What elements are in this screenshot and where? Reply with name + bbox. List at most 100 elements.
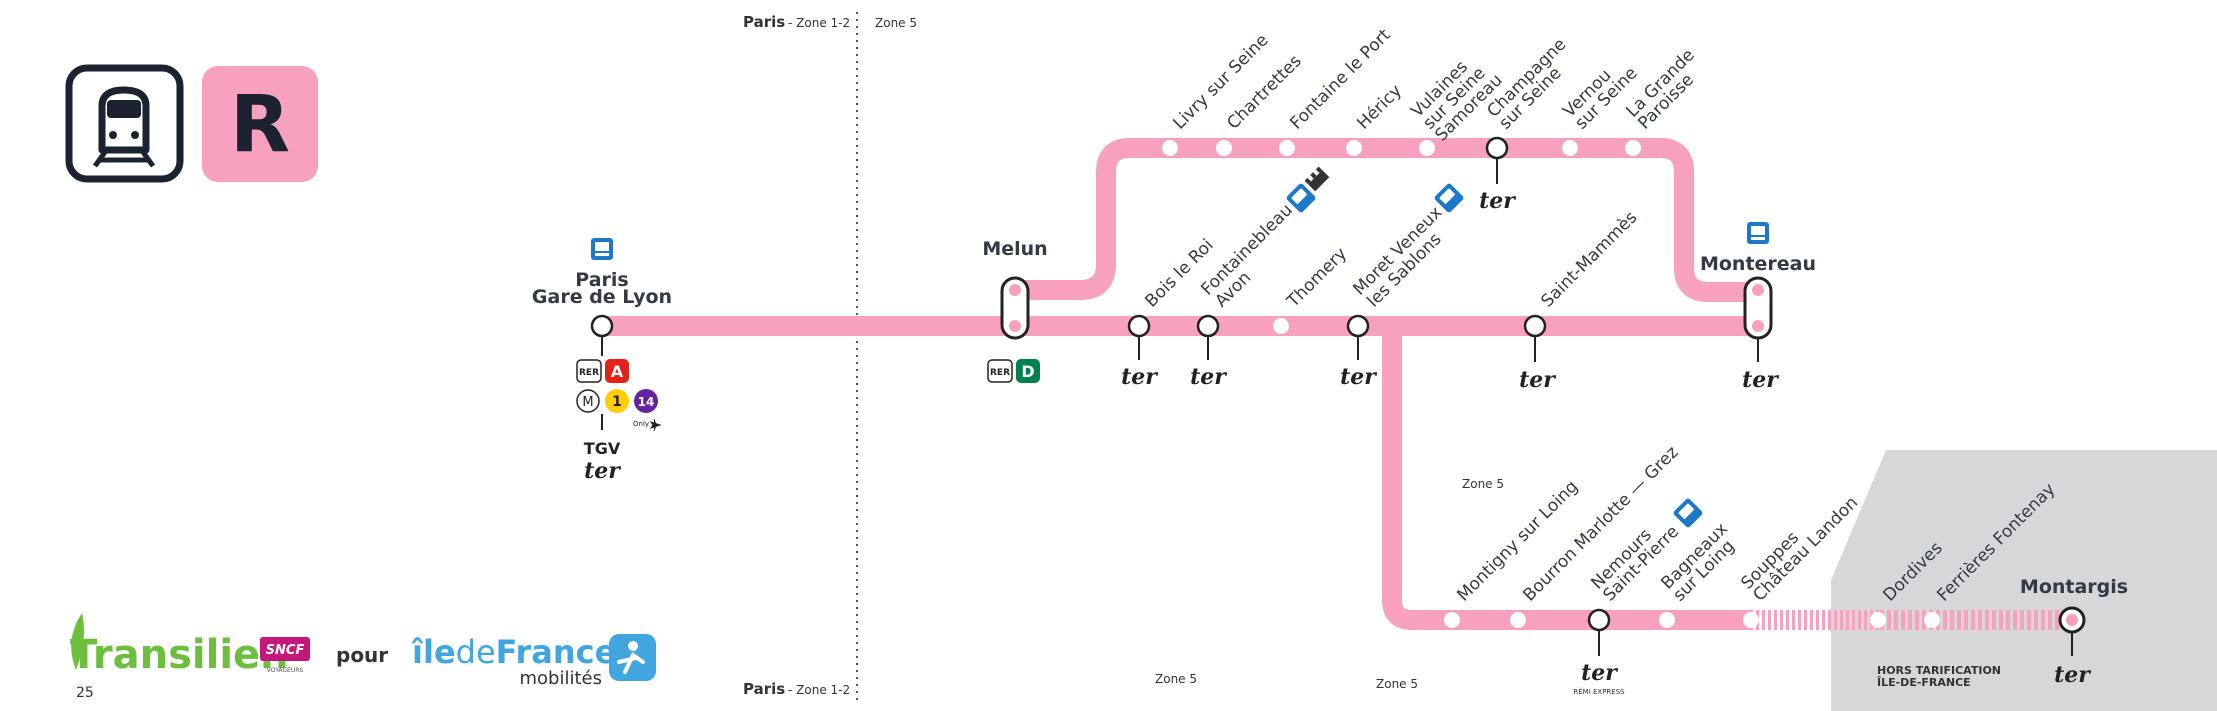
station-dot-chartrettes <box>1216 140 1232 156</box>
sncf-logo: SNCF VOYAGEURS <box>260 637 310 674</box>
idfm-de: de <box>456 633 496 671</box>
page-number: 25 <box>76 685 94 701</box>
station-dot-montigny <box>1444 612 1460 628</box>
simple-stations <box>1162 140 1940 628</box>
melun-rer-badge: RER <box>987 359 1013 383</box>
tgv-label: TGV <box>584 439 621 458</box>
ter-logo-paris: ter <box>584 458 621 484</box>
idfm-logo: îledeFrance mobilités <box>411 633 656 689</box>
station-dot-paris <box>590 314 614 338</box>
station-dot-bagneaux <box>1659 612 1675 628</box>
station-montereau-label: Montereau <box>1700 253 1816 275</box>
rer-d-badge: D <box>1016 359 1040 383</box>
hors-tarification-area <box>1831 450 2217 711</box>
station-dot-bourron <box>1510 612 1526 628</box>
transilien-logo: Transilien <box>70 613 289 678</box>
station-dot-fontaine-le-port <box>1279 140 1295 156</box>
station-montigny-label: Montigny sur Loing <box>1453 477 1582 606</box>
line-r-track <box>602 138 2070 630</box>
station-dot-thomery <box>1273 318 1289 334</box>
bus-icon <box>1286 183 1316 213</box>
ter-logo-montereau: ter <box>1742 367 1779 393</box>
station-dot-champagne <box>1485 136 1509 160</box>
station-paris-line1: Paris <box>575 269 628 291</box>
station-bois-le-roi-label: Bois le Roi <box>1141 235 1217 311</box>
station-dot-ferrieres <box>1924 612 1940 628</box>
castle-icon <box>1304 166 1330 192</box>
station-dot-vulaines <box>1419 140 1435 156</box>
sncf-wordmark: SNCF <box>266 643 305 658</box>
plane-icon <box>649 418 662 432</box>
station-dot-bois-le-roi <box>1127 314 1151 338</box>
line-r-badge <box>202 66 318 182</box>
zone5-label-top: Zone 5 <box>875 16 917 30</box>
zone-paris-subtitle-bottom: - Zone 1-2 <box>788 683 850 697</box>
pour-label: pour <box>336 643 388 667</box>
idfm-mobilites: mobilités <box>520 668 603 689</box>
rer-a-badge: A <box>605 359 629 383</box>
svg-text:14: 14 <box>638 395 655 409</box>
svg-text:RER: RER <box>990 368 1010 378</box>
svg-text:M: M <box>582 395 593 410</box>
montereau-capsule <box>1743 276 1773 340</box>
stations-with-connections <box>590 136 1611 632</box>
ter-logo-bois-le-roi: ter <box>1121 364 1158 390</box>
metro-14-only-label: Only <box>633 420 649 428</box>
station-dot-vernou <box>1562 140 1578 156</box>
sncf-subtitle: VOYAGEURS <box>267 667 304 674</box>
station-dot-grande-paroisse <box>1625 140 1641 156</box>
svg-text:Paris: Paris <box>743 13 785 31</box>
station-hericy-label: Héricy <box>1353 81 1406 134</box>
ter-logo-nemours: ter <box>1581 660 1618 686</box>
hors-tarification-label-1: HORS TARIFICATION <box>1877 664 2001 677</box>
station-dot-nemours <box>1587 608 1611 632</box>
station-dot-livry <box>1162 140 1178 156</box>
svg-text:A: A <box>611 362 624 381</box>
station-saint-mammes-label: Saint-Mammès <box>1537 207 1641 311</box>
svg-text:Paris: Paris <box>575 269 628 291</box>
svg-text:RER: RER <box>579 368 599 378</box>
svg-text:îledeFrance: îledeFrance <box>411 633 616 671</box>
zone5-label-bottom-1: Zone 5 <box>1155 672 1197 686</box>
station-montargis-label: Montargis <box>2020 576 2128 598</box>
station-thomery-label: Thomery <box>1283 244 1351 312</box>
svg-text:1: 1 <box>612 394 622 410</box>
bus-icon <box>1673 498 1703 528</box>
zone-paris-label-bottom: Paris <box>743 680 785 698</box>
zone-paris-subtitle: - Zone 1-2 <box>788 16 850 30</box>
ter-logo-fontainebleau: ter <box>1190 364 1227 390</box>
station-dot-dordives <box>1870 612 1886 628</box>
correspondence-stems <box>601 158 2073 656</box>
station-dot-souppes <box>1743 612 1759 628</box>
train-icon <box>65 64 184 183</box>
hors-tarification-label-2: ÎLE-DE-FRANCE <box>1877 676 1971 689</box>
station-livry-label: Livry sur Seine <box>1169 30 1272 133</box>
station-dot-moret <box>1346 314 1370 338</box>
ter-logo-saint-mammes: ter <box>1519 367 1556 393</box>
zone5-label-bottom-2: Zone 5 <box>1376 677 1418 691</box>
melun-capsule <box>1000 276 1030 340</box>
ter-logo-champagne: ter <box>1479 188 1516 214</box>
ter-logo-montargis: ter <box>2054 662 2091 688</box>
zone-paris-label: Paris <box>743 13 785 31</box>
station-dot-fontainebleau <box>1196 314 1220 338</box>
idfm-france: France <box>496 633 617 671</box>
svg-text:D: D <box>1021 362 1034 381</box>
station-dot-saint-mammes <box>1523 314 1547 338</box>
line-r-letter: R <box>230 80 290 170</box>
paris-rer-badge: RER <box>576 359 602 383</box>
transilien-wordmark: Transilien <box>70 632 289 678</box>
metro-14-badge: 14 <box>634 389 658 413</box>
bus-icon <box>1747 222 1769 244</box>
bus-icon <box>591 238 613 260</box>
ter-logo-moret: ter <box>1340 364 1377 390</box>
remi-express-label: RÉMI EXPRESS <box>1573 687 1625 696</box>
station-paris-line2: Gare de Lyon <box>532 286 672 308</box>
metro-1-badge: 1 <box>605 389 629 413</box>
station-dot-hericy <box>1346 140 1362 156</box>
station-melun-label: Melun <box>982 238 1047 260</box>
zone5-label-mid: Zone 5 <box>1462 477 1504 491</box>
bus-icon <box>1434 183 1464 213</box>
metro-badge: M <box>576 389 600 413</box>
idfm-ile: île <box>411 633 456 671</box>
